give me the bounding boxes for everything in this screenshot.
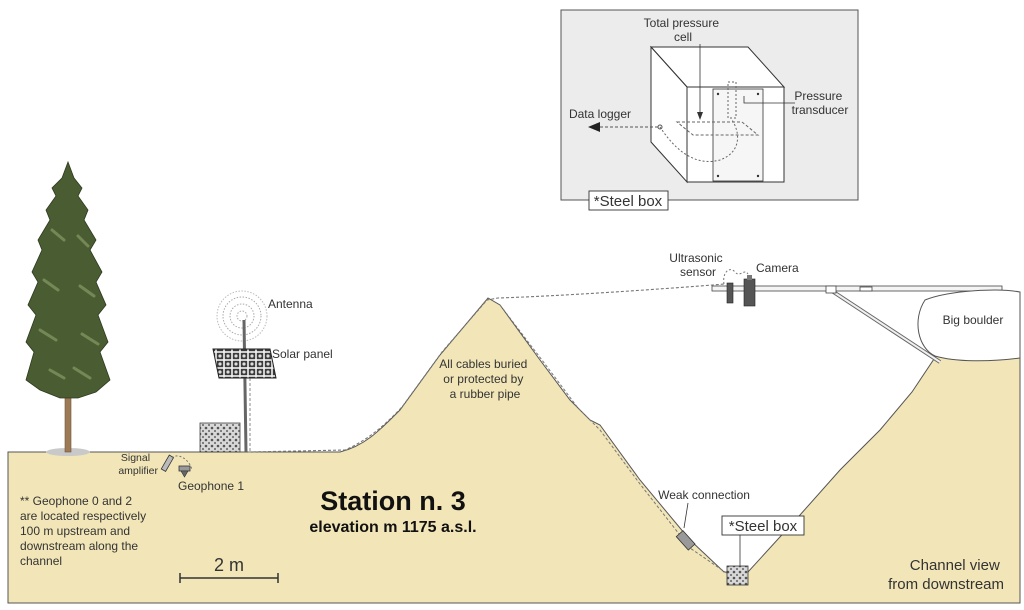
- antenna-signal-icon: [216, 290, 268, 342]
- signal-amplifier-label: Signal amplifier: [118, 452, 158, 477]
- geophone-note: ** Geophone 0 and 2 are located respecti…: [20, 494, 149, 568]
- big-boulder-label: Big boulder: [943, 313, 1004, 327]
- total-pressure-cell-label: Total pressure cell: [644, 16, 723, 44]
- weak-connection-label: Weak connection: [658, 488, 750, 502]
- scale-bar-label: 2 m: [214, 555, 244, 575]
- tree: [25, 160, 111, 456]
- inset-internal-cable: [659, 119, 739, 162]
- solar-panel: [212, 348, 277, 379]
- data-logger-label: Data logger: [569, 107, 631, 121]
- geophone-icon: [178, 465, 191, 478]
- support-beam: [711, 285, 1003, 292]
- inset-pressure-cell: [675, 121, 760, 136]
- support-strut-inner: [831, 290, 941, 363]
- camera-label: Camera: [756, 261, 799, 275]
- scale-bar: [179, 573, 279, 583]
- channel-view-label: Channel view from downstream: [888, 557, 1004, 593]
- steel-box-tag: [721, 515, 805, 536]
- gravel-box: [199, 422, 241, 453]
- geophone-1-label: Geophone 1: [178, 479, 244, 493]
- pressure-transducer-label: Pressure transducer: [792, 89, 849, 117]
- inset-steel-box-label: *Steel box: [594, 193, 663, 210]
- beam-bracket: [859, 286, 873, 292]
- solar-panel-label: Solar panel: [272, 347, 333, 361]
- camera-device: [743, 275, 756, 307]
- station-title: Station n. 3: [320, 486, 466, 516]
- inset-transducer: [727, 81, 737, 119]
- strut-clamp: [825, 285, 837, 294]
- steel-box-label: *Steel box: [729, 518, 798, 535]
- data-logger-arrow-icon: [588, 122, 600, 132]
- station-elevation: elevation m 1175 a.s.l.: [309, 519, 476, 536]
- cables-note: All cables buried or protected by a rubb…: [439, 357, 530, 401]
- weak-connection-pointer: [683, 502, 689, 529]
- transducer-pointer: [743, 96, 795, 104]
- amplifier-cable: [171, 455, 193, 471]
- slope-cable: [499, 304, 729, 575]
- ultrasonic-sensor: [726, 282, 734, 304]
- weak-connection-joint: [675, 530, 696, 551]
- antenna-label: Antenna: [268, 297, 313, 311]
- inset-steel-box-tag: [588, 190, 669, 211]
- steel-box-gravel: [726, 565, 749, 586]
- buried-cable: [247, 283, 726, 453]
- sensor-cable: [723, 269, 749, 285]
- big-boulder: [917, 289, 1021, 362]
- ultrasonic-sensor-label: Ultrasonic sensor: [669, 251, 726, 279]
- terrain-profile: [7, 297, 1021, 604]
- inset-panel: Total pressure cell Pressure transducer …: [560, 9, 859, 211]
- antenna-mast: [242, 319, 248, 453]
- signal-amplifier: [160, 454, 175, 472]
